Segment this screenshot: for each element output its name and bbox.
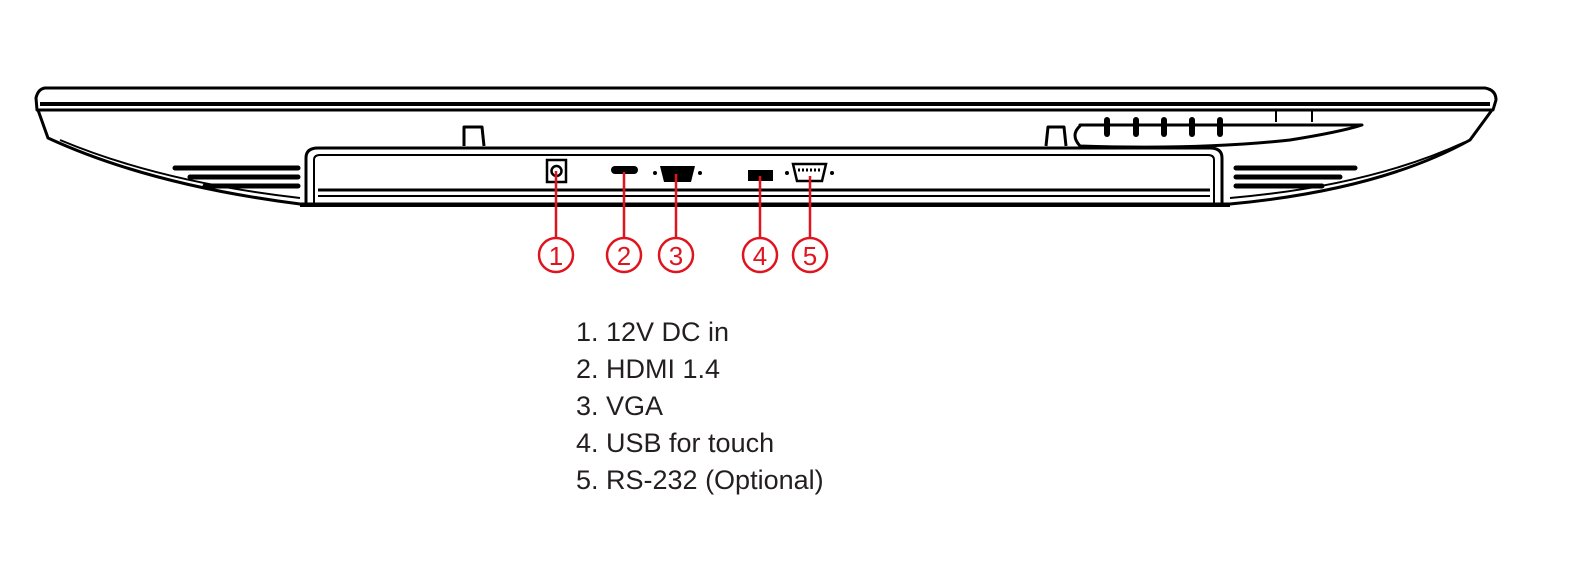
callout-circle-1 (537, 236, 575, 274)
legend-item: 4. USB for touch (576, 428, 775, 458)
callout-label-1: 1 (549, 241, 563, 271)
hdmi-port (611, 166, 638, 174)
legend-item: 2. HDMI 1.4 (576, 354, 721, 384)
legend-item: 3. VGA (576, 391, 664, 421)
callout-label-3: 3 (669, 241, 683, 271)
legend-item: 1. 12V DC in (576, 317, 730, 347)
callout-circle-4 (741, 236, 779, 274)
usb-port (748, 170, 773, 181)
port-legend: 1. 12V DC in 2. HDMI 1.4 3. VGA 4. USB f… (576, 314, 824, 499)
legend-item: 5. RS-232 (Optional) (576, 465, 824, 495)
callout-label-5: 5 (803, 241, 817, 271)
callout-circle-3 (657, 236, 695, 274)
port-recess (304, 146, 1224, 206)
vga-port (653, 166, 702, 182)
bezel-top (34, 86, 1498, 112)
callout-circle-2 (605, 236, 643, 274)
body-outline (36, 109, 1494, 206)
callout-circle-5 (791, 236, 829, 274)
callout-label-4: 4 (753, 241, 767, 271)
rs232-port (785, 162, 834, 183)
control-buttons-strip (1073, 123, 1364, 149)
callout-label-2: 2 (617, 241, 631, 271)
